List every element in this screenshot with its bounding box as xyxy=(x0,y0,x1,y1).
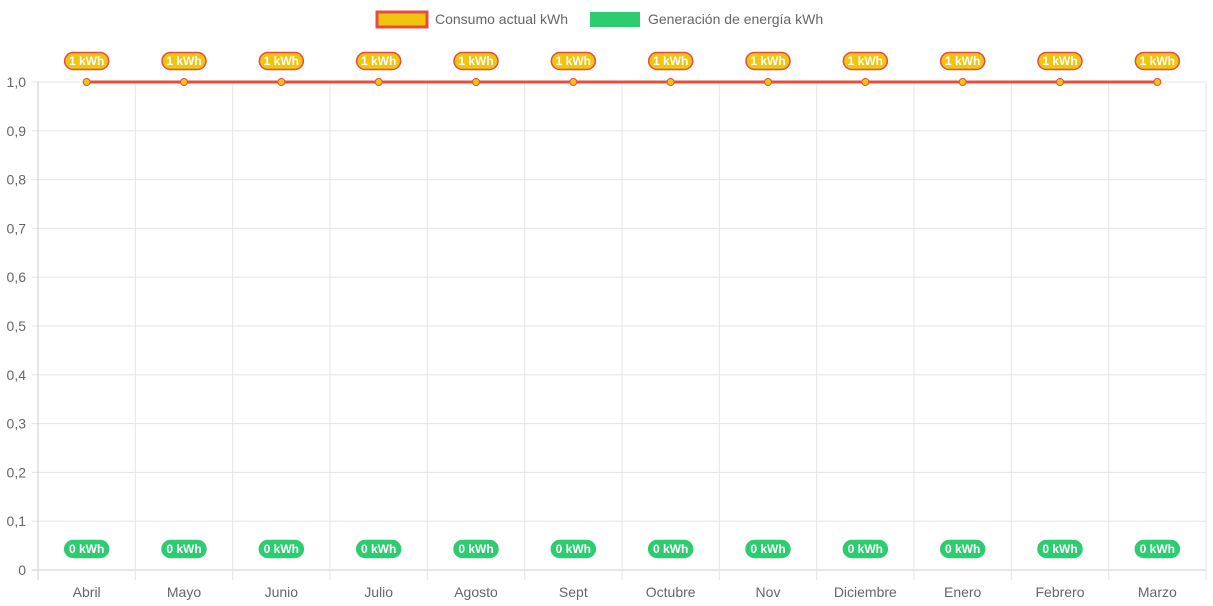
data-label-consumo-bg xyxy=(647,51,694,71)
data-label-generacion-bg xyxy=(550,539,597,559)
data-label-consumo: 1 kWh xyxy=(166,54,201,68)
x-tick-label: Febrero xyxy=(1035,584,1084,600)
data-point xyxy=(277,78,286,86)
data-label-generacion: 0 kWh xyxy=(1042,542,1077,556)
data-label-consumo-bg xyxy=(939,51,986,71)
data-label-consumo-bg xyxy=(355,51,402,71)
y-tick-label: 0 xyxy=(18,562,26,578)
data-label-generacion: 0 kWh xyxy=(945,542,980,556)
data-label-generacion-bg xyxy=(453,539,499,559)
data-label-generacion: 0 kWh xyxy=(848,542,883,556)
data-label-generacion: 0 kWh xyxy=(556,542,591,556)
data-point xyxy=(764,78,772,86)
y-tick-label: 0,7 xyxy=(7,220,27,236)
data-label-generacion: 0 kWh xyxy=(653,542,688,556)
x-tick-label: Diciembre xyxy=(834,584,897,600)
data-label-consumo: 1 kWh xyxy=(945,54,980,68)
data-label-consumo-bg xyxy=(63,51,110,71)
data-label-consumo: 1 kWh xyxy=(848,54,883,68)
data-label-generacion: 0 kWh xyxy=(166,542,201,556)
data-label-consumo: 1 kWh xyxy=(458,54,493,68)
x-tick-label: Marzo xyxy=(1138,584,1177,600)
x-tick-label: Mayo xyxy=(167,584,201,600)
legend-swatch-generacion xyxy=(590,12,640,27)
data-point xyxy=(180,78,188,86)
y-tick-label: 0,5 xyxy=(7,318,27,334)
data-label-generacion: 0 kWh xyxy=(361,542,396,556)
data-label-consumo-bg xyxy=(258,51,305,71)
data-label-generacion-bg xyxy=(842,539,889,559)
y-tick-label: 0,2 xyxy=(7,464,27,480)
data-label-generacion-bg xyxy=(258,539,305,559)
data-label-consumo-bg xyxy=(453,51,499,71)
x-tick-label: Junio xyxy=(265,584,299,600)
legend-label-generacion: Generación de energía kWh xyxy=(648,11,823,27)
data-label-consumo: 1 kWh xyxy=(264,54,299,68)
data-label-consumo: 1 kWh xyxy=(361,54,396,68)
x-tick-label: Agosto xyxy=(454,584,498,600)
y-tick-label: 0,9 xyxy=(7,123,27,139)
data-label-consumo-bg xyxy=(161,51,207,71)
data-label-generacion-bg xyxy=(355,539,402,559)
data-point xyxy=(1056,78,1064,86)
data-label-generacion: 0 kWh xyxy=(458,542,493,556)
y-tick-label: 0,6 xyxy=(7,269,27,285)
y-tick-label: 0,3 xyxy=(7,416,27,432)
data-label-generacion-bg xyxy=(939,539,986,559)
y-tick-label: 0,1 xyxy=(7,513,27,529)
data-point xyxy=(82,78,91,86)
data-label-consumo-bg xyxy=(1037,51,1083,71)
data-label-consumo: 1 kWh xyxy=(653,54,688,68)
data-label-generacion: 0 kWh xyxy=(1140,542,1175,556)
x-tick-label: Nov xyxy=(756,584,781,600)
y-tick-label: 0,8 xyxy=(7,172,27,188)
data-label-consumo-bg xyxy=(842,51,889,71)
x-tick-label: Abril xyxy=(73,584,101,600)
data-label-generacion-bg xyxy=(647,539,694,559)
data-label-generacion-bg xyxy=(1037,539,1083,559)
data-label-consumo-bg xyxy=(745,51,791,71)
legend-swatch-consumo xyxy=(375,10,429,29)
data-label-generacion: 0 kWh xyxy=(264,542,299,556)
data-label-consumo: 1 kWh xyxy=(1042,54,1077,68)
data-point xyxy=(1153,78,1162,86)
data-label-generacion: 0 kWh xyxy=(750,542,785,556)
data-point xyxy=(472,78,480,86)
data-label-consumo: 1 kWh xyxy=(1140,54,1175,68)
data-label-consumo: 1 kWh xyxy=(69,54,104,68)
data-label-consumo-bg xyxy=(550,51,597,71)
data-point xyxy=(958,78,967,86)
legend-label-consumo: Consumo actual kWh xyxy=(435,11,568,27)
data-label-generacion: 0 kWh xyxy=(69,542,104,556)
x-tick-label: Julio xyxy=(364,584,393,600)
data-label-consumo-bg xyxy=(1134,51,1181,71)
x-tick-label: Enero xyxy=(944,584,982,600)
data-label-generacion-bg xyxy=(745,539,791,559)
x-tick-label: Octubre xyxy=(646,584,696,600)
data-label-consumo: 1 kWh xyxy=(750,54,785,68)
data-point xyxy=(666,78,675,86)
data-point xyxy=(374,78,383,86)
data-label-consumo: 1 kWh xyxy=(556,54,591,68)
y-tick-label: 0,4 xyxy=(7,367,27,383)
data-label-generacion-bg xyxy=(63,539,110,559)
x-tick-label: Sept xyxy=(559,584,588,600)
data-label-generacion-bg xyxy=(161,539,207,559)
y-tick-label: 1,0 xyxy=(7,74,27,90)
data-point xyxy=(569,78,578,86)
data-point xyxy=(861,78,870,86)
data-label-generacion-bg xyxy=(1134,539,1181,559)
